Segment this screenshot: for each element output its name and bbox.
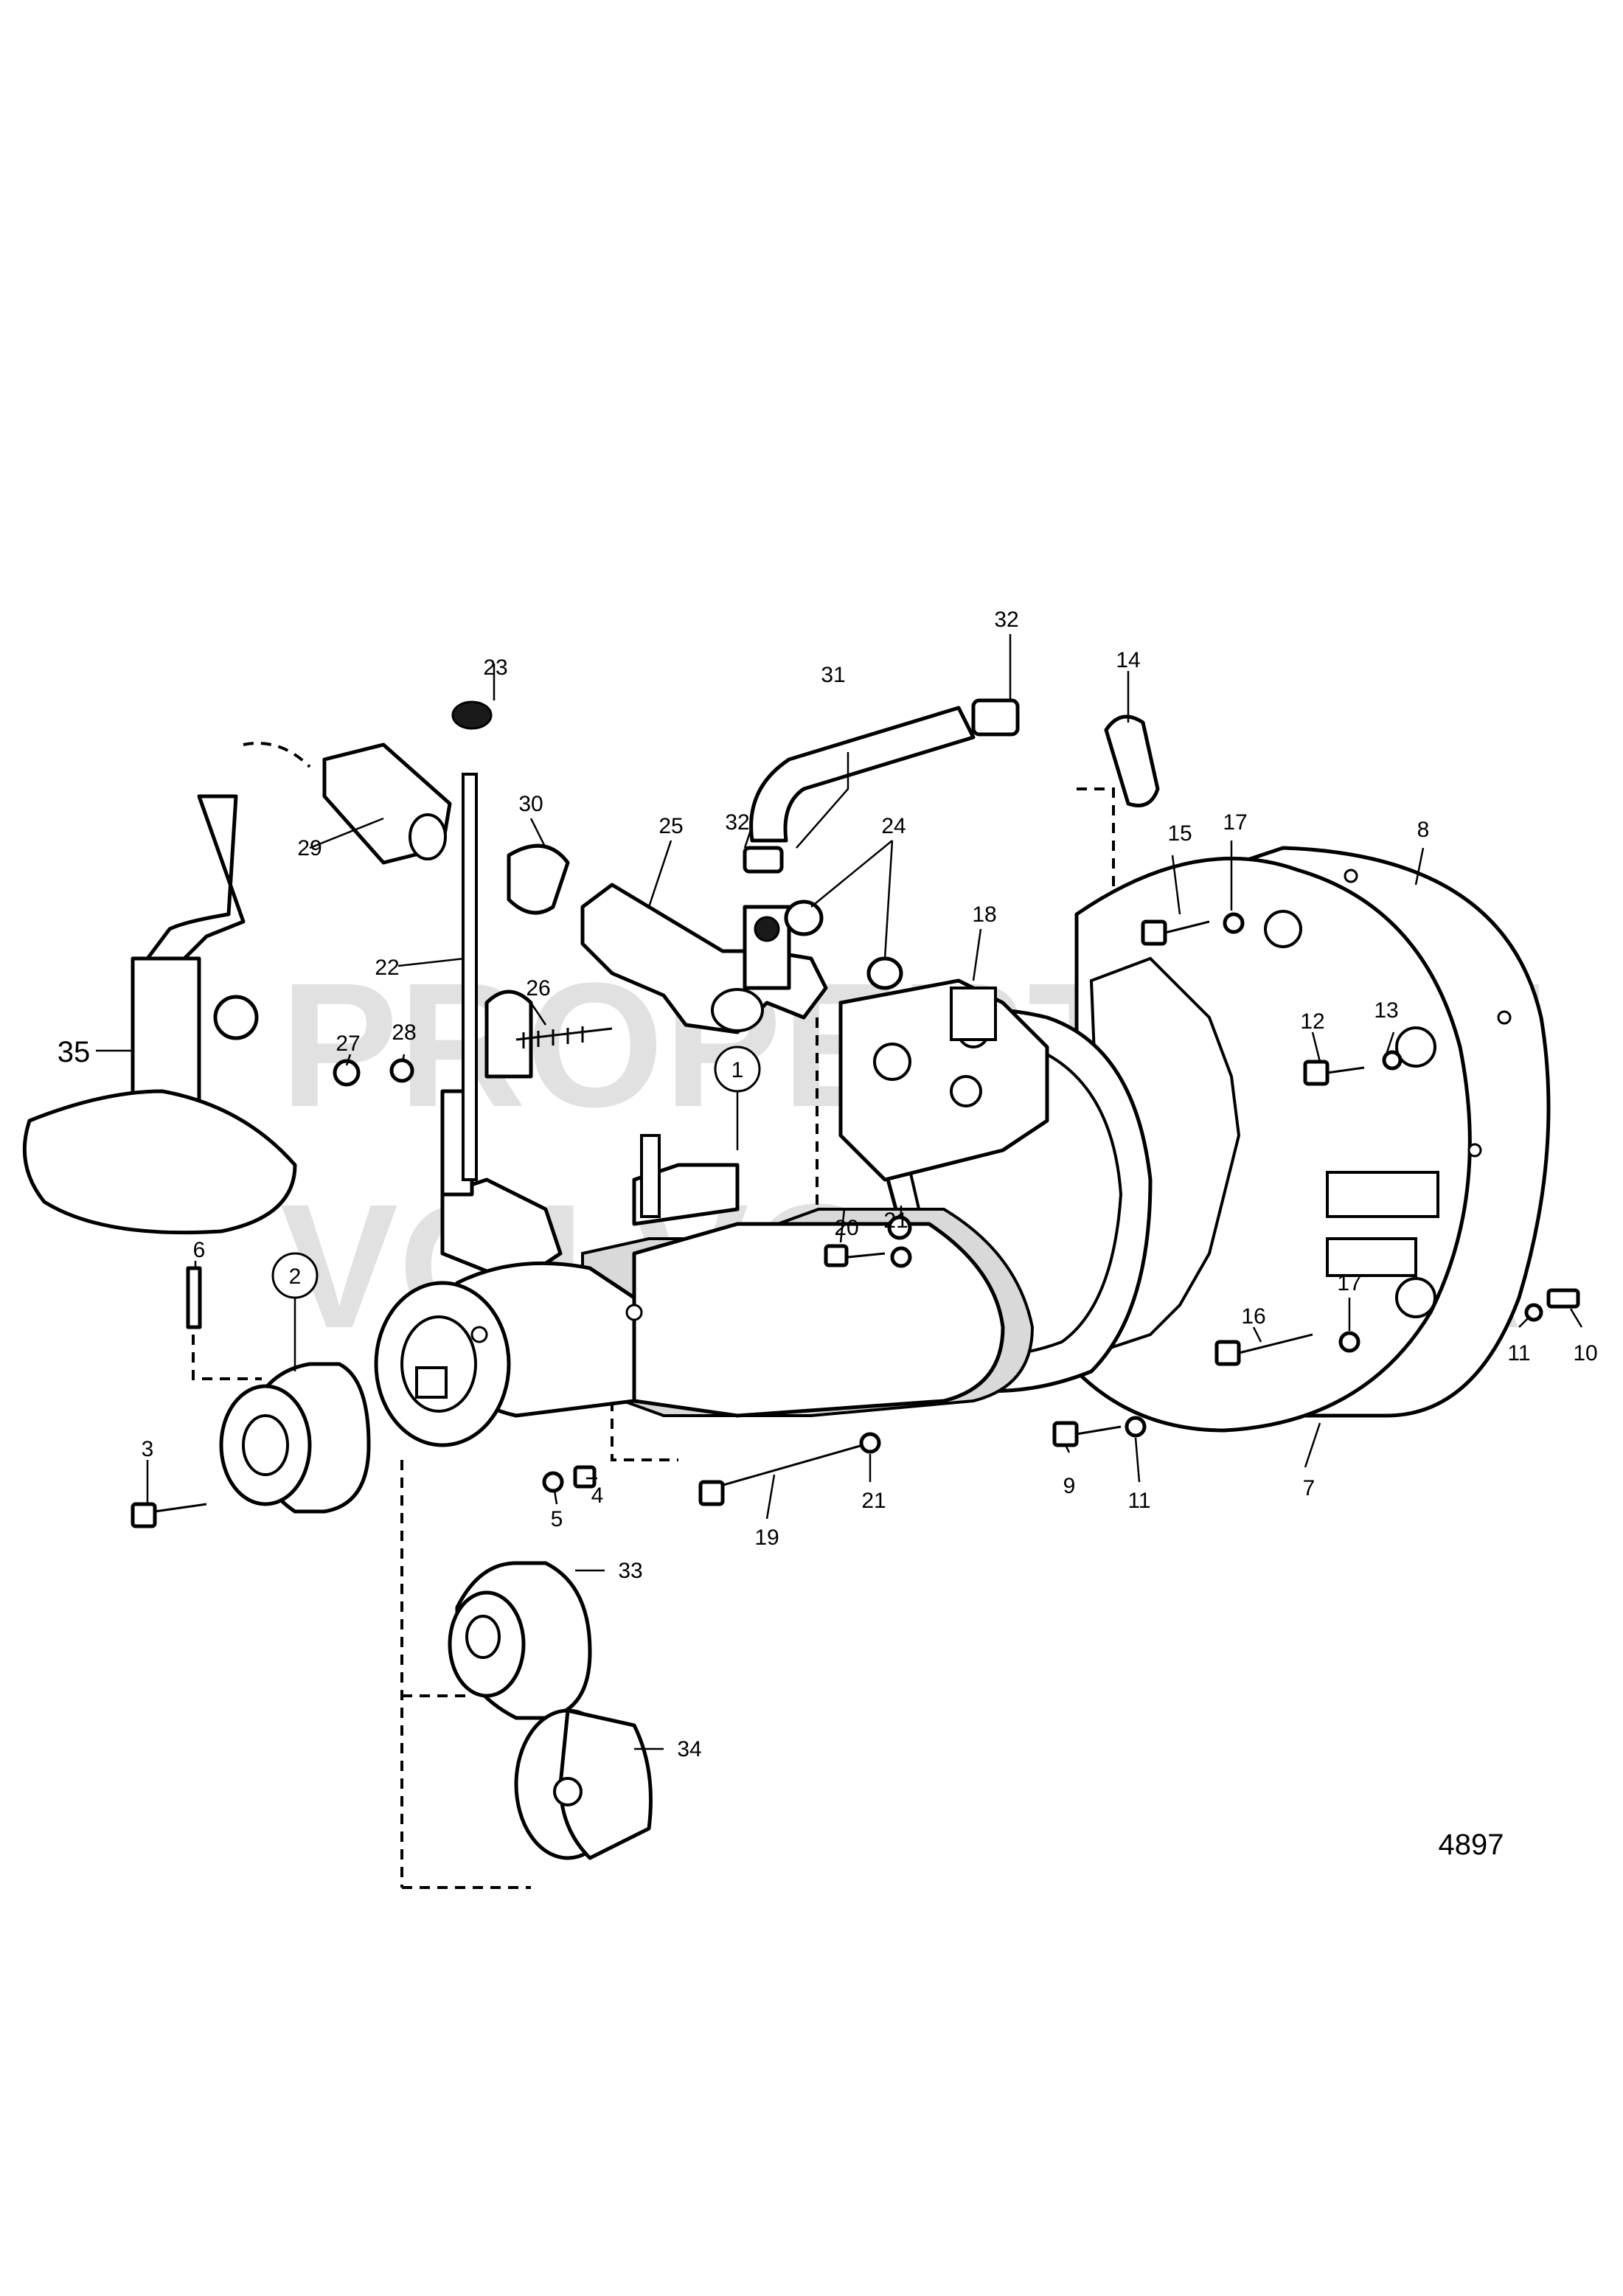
callout-28: 28: [392, 1020, 416, 1045]
callout-labels: 1 2 3 4 5 6 7 8 9 10 11 11 12 13 14 15 1…: [58, 608, 1598, 1861]
fasteners: [131, 912, 1580, 1528]
figure-number: 4897: [1439, 1829, 1504, 1861]
callout-17-lower: 17: [1337, 1271, 1361, 1295]
callout-23: 23: [483, 655, 507, 680]
hub-33: [448, 1561, 592, 1720]
stud-nut-washer: [333, 1026, 613, 1087]
callout-25: 25: [658, 814, 683, 838]
callout-11-lower: 11: [1127, 1489, 1150, 1513]
assembly-dashed-lines: [192, 742, 1115, 1889]
hose-31: [749, 706, 976, 843]
callout-35: 35: [58, 1036, 91, 1068]
callout-22: 22: [375, 956, 399, 980]
callout-24: 24: [881, 814, 906, 838]
callout-11-right: 11: [1507, 1341, 1530, 1366]
callout-13: 13: [1374, 998, 1398, 1023]
coupling-flange-2: [186, 1266, 371, 1514]
callout-3: 3: [142, 1437, 154, 1461]
callout-15: 15: [1167, 821, 1192, 846]
leader-lines: [96, 634, 1583, 1750]
callout-5: 5: [551, 1507, 563, 1531]
callout-26: 26: [526, 976, 550, 1001]
callout-20: 20: [834, 1216, 858, 1240]
callout-32-lower: 32: [725, 810, 749, 835]
dipstick: [451, 700, 493, 1181]
callout-31: 31: [821, 663, 845, 687]
callout-8: 8: [1417, 818, 1430, 842]
callout-circle-2: [271, 1252, 319, 1299]
callout-6: 6: [193, 1238, 206, 1262]
callout-1: 1: [731, 1058, 744, 1082]
lifting-eye-14: [1104, 714, 1160, 807]
callout-29: 29: [297, 836, 322, 860]
rubber-element-34: [514, 1708, 653, 1860]
callout-21-upper: 21: [883, 1208, 908, 1233]
callout-10: 10: [1573, 1341, 1597, 1366]
callout-9: 9: [1063, 1474, 1076, 1498]
pump-body: [374, 978, 1049, 1447]
callout-12: 12: [1300, 1009, 1324, 1034]
callout-19: 19: [754, 1526, 779, 1550]
callout-17-upper: 17: [1223, 810, 1247, 835]
drain-valve-35: [22, 794, 297, 1235]
callout-34: 34: [677, 1737, 701, 1761]
outlet-pipe: [484, 883, 828, 1079]
callout-27: 27: [336, 1032, 360, 1056]
callout-4: 4: [591, 1483, 604, 1508]
callout-2: 2: [289, 1264, 302, 1289]
callout-7: 7: [1303, 1476, 1316, 1500]
callout-14: 14: [1116, 648, 1140, 672]
hose-clamps: [743, 698, 1020, 874]
hose-29: [322, 742, 570, 915]
o-rings: [784, 900, 903, 990]
callout-18: 18: [972, 902, 996, 927]
callout-30: 30: [518, 792, 543, 816]
callout-21-lower: 21: [861, 1489, 886, 1513]
callout-33: 33: [618, 1559, 642, 1583]
callout-32-upper: 32: [994, 608, 1018, 632]
callout-16: 16: [1241, 1304, 1265, 1329]
callout-circle-1: [714, 1046, 761, 1093]
